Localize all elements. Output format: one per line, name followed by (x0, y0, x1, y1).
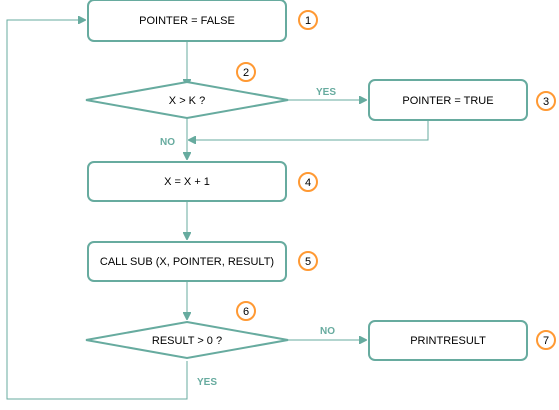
node-pointer-false (87, 0, 287, 42)
edge-label-yes-bottom: YES (197, 377, 217, 388)
badge-4-label: 4 (305, 177, 311, 189)
decision-result-positive-label: RESULT > 0 ? (152, 335, 222, 347)
badge-4: 4 (298, 172, 318, 192)
badge-5-label: 5 (305, 256, 311, 268)
badge-3: 3 (536, 91, 556, 111)
badge-3-label: 3 (543, 96, 549, 108)
badge-2-label: 2 (243, 67, 249, 79)
badge-2: 2 (236, 62, 256, 82)
badge-7: 7 (536, 330, 556, 350)
node-pointer-false-label: POINTER = FALSE (139, 15, 235, 27)
node-pointer-true-label: POINTER = TRUE (402, 95, 493, 107)
node-print-result (368, 320, 528, 361)
node-print-result-label: PRINTRESULT (410, 335, 486, 347)
decision-x-greater-k-label: X > K ? (169, 95, 205, 107)
badge-6-label: 6 (243, 306, 249, 318)
decision-result-positive (85, 320, 289, 360)
node-pointer-true (368, 79, 528, 121)
edge-6-yes-loop-to-1 (6, 20, 188, 400)
node-call-sub-label: CALL SUB (X, POINTER, RESULT) (100, 256, 274, 268)
node-call-sub (87, 241, 287, 282)
badge-6: 6 (236, 301, 256, 321)
node-increment-x-label: X = X + 1 (164, 176, 210, 188)
edge-label-no-bottom: NO (320, 326, 335, 337)
badge-7-label: 7 (543, 335, 549, 347)
badge-1-label: 1 (305, 15, 311, 27)
edge-label-yes-top: YES (316, 87, 336, 98)
badge-1: 1 (298, 10, 318, 30)
edge-3-to-merge (189, 120, 429, 140)
node-increment-x (87, 161, 287, 202)
edge-label-no-top: NO (160, 137, 175, 148)
badge-5: 5 (298, 251, 318, 271)
decision-x-greater-k (85, 80, 289, 120)
